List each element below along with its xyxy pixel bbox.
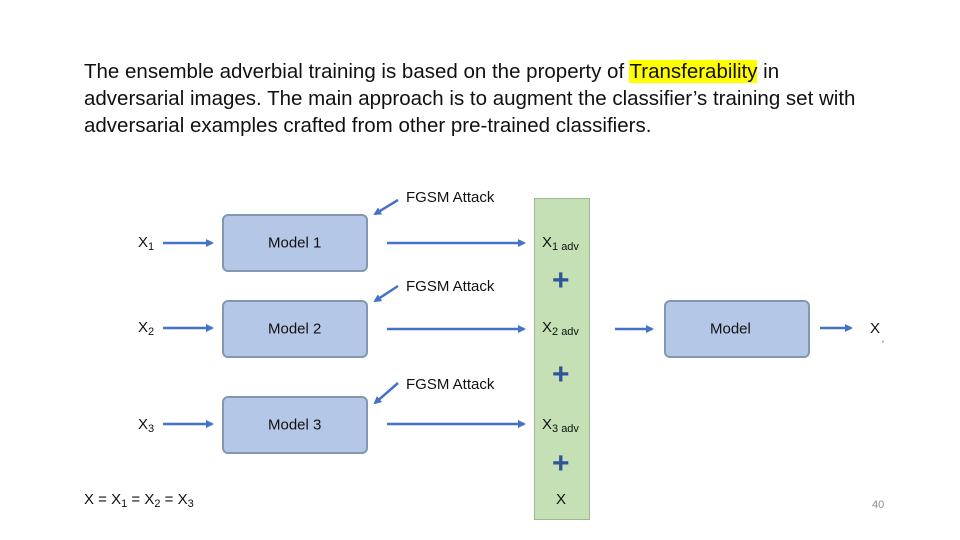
input-x1: X1 — [138, 234, 155, 253]
adv-output-3: X3 adv — [542, 416, 579, 435]
input-x2: X2 — [138, 319, 155, 338]
equation: X = X1 = X2 = X3 — [84, 491, 194, 510]
final-model-label: Model — [710, 320, 751, 338]
plus-icon-2: + — [552, 358, 570, 391]
final-output-x: X‘ — [870, 320, 885, 349]
attack-arrow-2 — [373, 284, 399, 303]
attack-arrow-1 — [373, 198, 399, 216]
model-2-box: Model 2 — [222, 300, 368, 358]
plus-icon-3: + — [552, 447, 570, 480]
adv-output-1: X1 adv — [542, 234, 579, 253]
model-1-label: Model 1 — [268, 234, 322, 252]
adversarial-collector — [534, 198, 590, 520]
page-number: 40 — [872, 499, 885, 511]
intro-text-before: The ensemble adverbial training is based… — [84, 60, 630, 83]
attack-label-1: FGSM Attack — [406, 189, 495, 206]
intro-paragraph: The ensemble adverbial training is based… — [84, 58, 884, 139]
model-3-box: Model 3 — [222, 396, 368, 454]
model-3-label: Model 3 — [268, 416, 322, 434]
final-model-box: Model — [664, 300, 810, 358]
input-x3: X3 — [138, 416, 155, 435]
attack-arrow-3 — [373, 382, 399, 405]
intro-highlight: Transferability — [629, 60, 758, 83]
adv-output-2: X2 adv — [542, 319, 579, 338]
model-1-box: Model 1 — [222, 214, 368, 272]
plus-icon-1: + — [552, 264, 570, 297]
clean-input-x: X — [556, 491, 567, 508]
attack-label-2: FGSM Attack — [406, 278, 495, 295]
attack-label-3: FGSM Attack — [406, 376, 495, 393]
intro-text-after: in adversarial images. The main approach… — [84, 60, 856, 137]
model-2-label: Model 2 — [268, 320, 322, 338]
